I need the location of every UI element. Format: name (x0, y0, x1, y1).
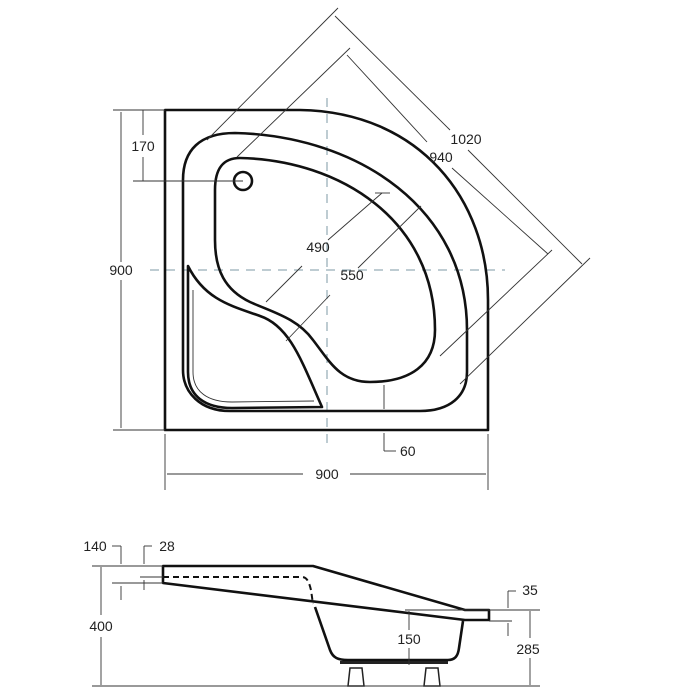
dim-drain-170: 170 (131, 138, 155, 154)
support-plate (340, 661, 448, 664)
side-dimension-lines (92, 545, 540, 685)
leg-right-icon (423, 667, 441, 687)
leg-left-icon (347, 667, 365, 687)
seat-inner-edge (192, 290, 315, 403)
seat-outline (186, 264, 324, 410)
dim-35: 35 (522, 582, 538, 598)
dim-height-400: 400 (89, 618, 113, 634)
dim-rim-60: 60 (400, 443, 416, 459)
dim-28: 28 (159, 538, 175, 554)
dim-diagonal-940: 940 (429, 149, 453, 165)
dimension-lines (113, 7, 591, 490)
dim-basin-490: 490 (306, 239, 330, 255)
dim-basin-550: 550 (340, 267, 364, 283)
tray-outline (163, 108, 490, 432)
dim-width-900: 900 (315, 466, 339, 482)
seat-hidden-line (163, 576, 314, 605)
dim-diagonal-1020: 1020 (450, 131, 481, 147)
dim-140: 140 (83, 538, 107, 554)
dim-285: 285 (516, 641, 540, 657)
basin-side-profile (313, 606, 465, 662)
top-view: 900 170 900 60 1020 940 490 550 (109, 7, 591, 490)
dim-150: 150 (397, 631, 421, 647)
basin-outline (213, 156, 437, 384)
rim-outline (181, 131, 469, 413)
side-view: 400 140 28 35 150 285 (83, 538, 540, 687)
dim-depth-900: 900 (109, 262, 133, 278)
tray-side-profile (161, 564, 491, 622)
